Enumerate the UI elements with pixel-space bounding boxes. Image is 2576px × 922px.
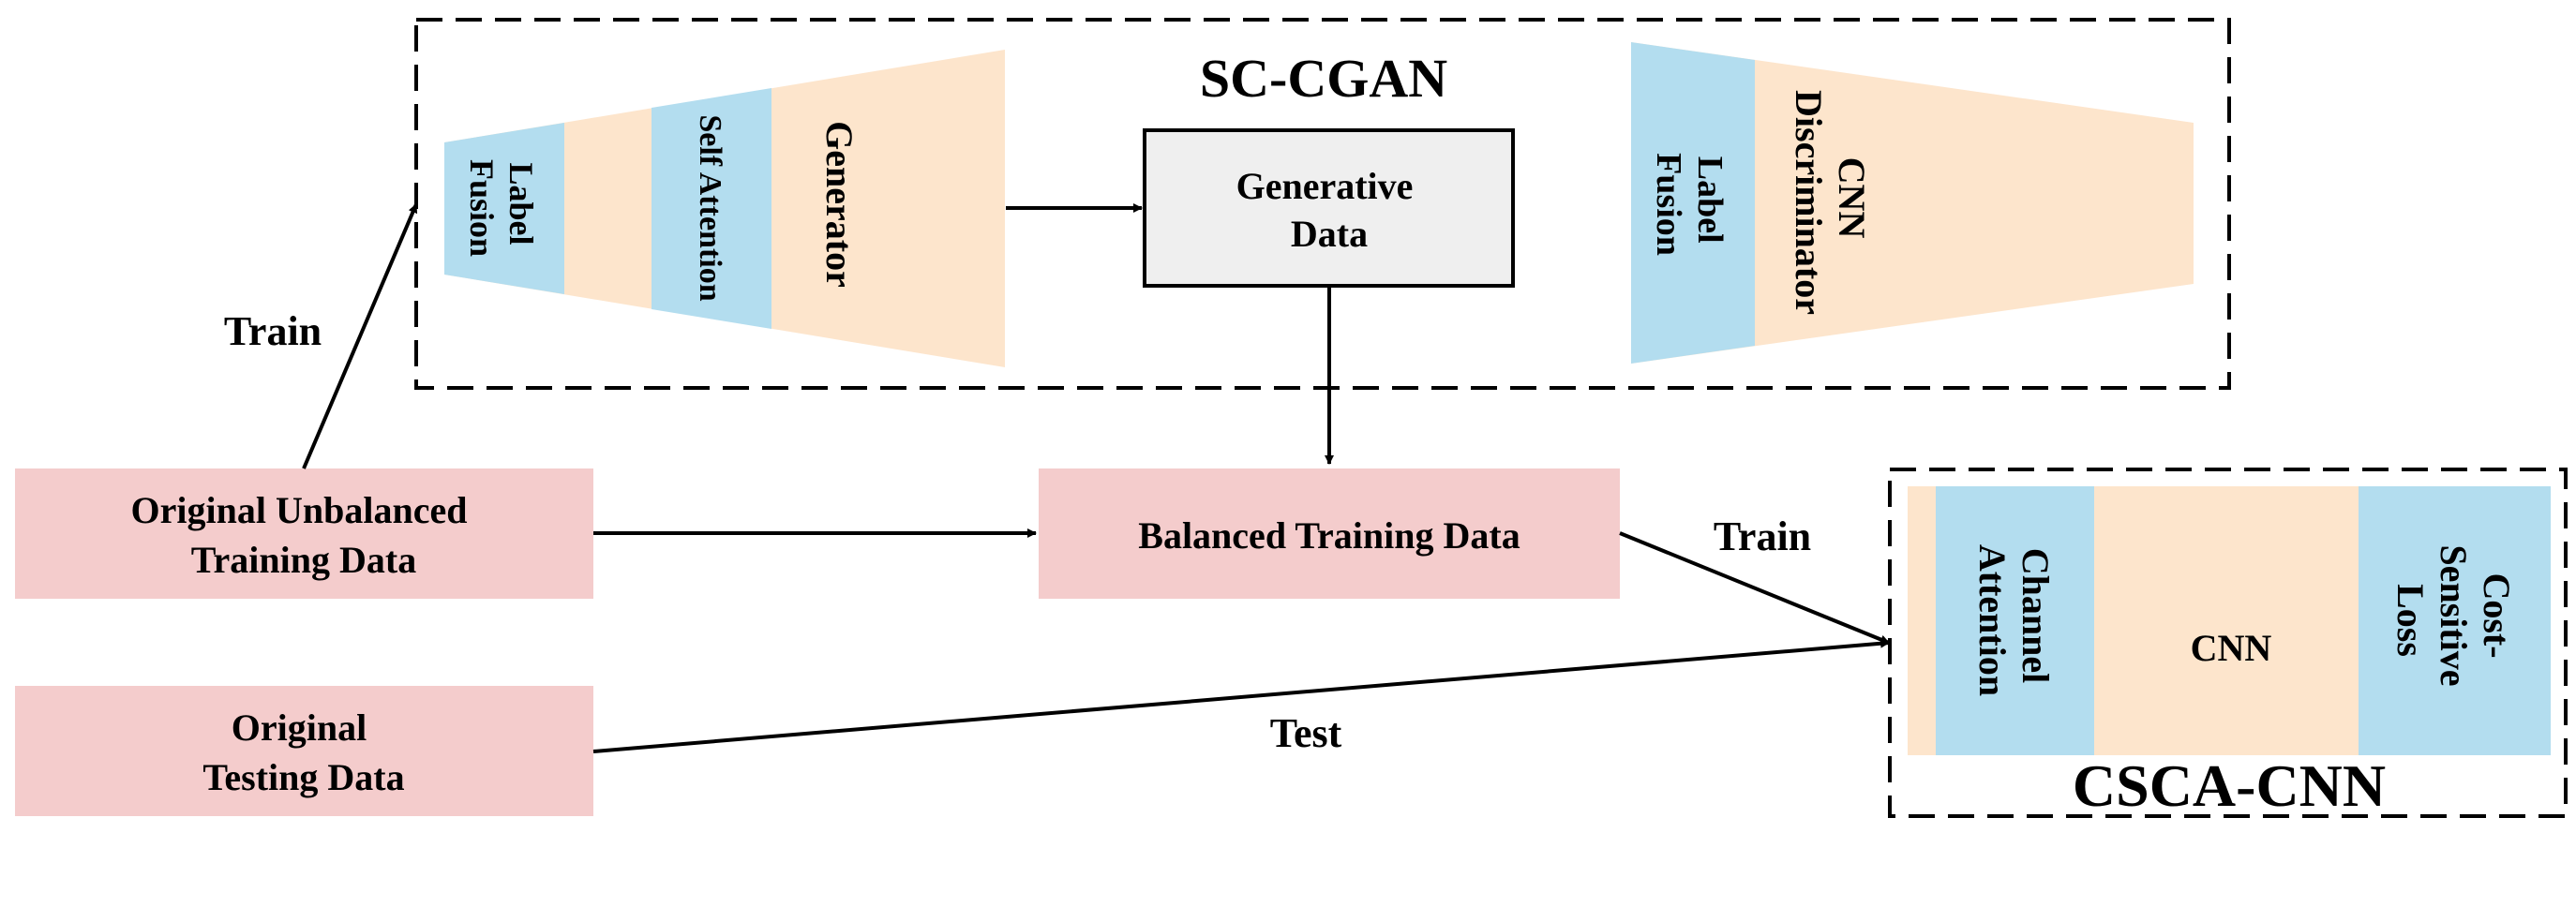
cost-sensitive-loss-band [2359,486,2551,755]
original-unbalanced-box [15,468,593,599]
channel-attention-label: Channel Attention [1971,544,2057,696]
discriminator-label-fusion-band [1631,42,1755,364]
sc-cgan-title: SC-CGAN [1200,48,1447,109]
balanced-training-box [1039,468,1620,599]
generator-label-fusion-band [444,123,564,294]
generator-self-attention-label: Self Attention [693,114,727,301]
cnn-discriminator-label: CNN Discriminator [1788,90,1873,315]
generator-self-attention-band [651,88,771,329]
csca-cnn-container [1888,468,2568,818]
original-testing-label: Original Testing Data [202,706,404,798]
cnn-label: CNN [2191,627,2272,669]
unbalanced-to-sccgan-arrow [302,203,418,469]
original-unbalanced-label: Original Unbalanced Training Data [131,489,477,581]
train-right-label: Train [1714,513,1811,559]
original-testing-box [15,686,593,816]
csca-cnn-title: CSCA-CNN [2073,752,2386,819]
balanced-training-label: Balanced Training Data [1138,514,1520,557]
generator-label-fusion-label: Label Fusion [463,159,540,257]
discriminator-trapezoid [1631,42,2194,364]
generative-data-box [1143,128,1515,288]
cost-sensitive-loss-label: Cost- Sensitive Loss [2389,544,2518,695]
train-top-label: Train [224,308,322,354]
channel-attention-band [1936,486,2094,755]
testing-to-cscacnn-arrow [592,638,1890,753]
test-label: Test [1270,710,1342,756]
generative-data-label: Generative Data [1236,165,1423,255]
generator-label: Generator [818,121,861,288]
discriminator-label-fusion-label: Label Fusion [1649,153,1730,256]
balanced-to-cscacnn-arrow [1619,531,1890,645]
